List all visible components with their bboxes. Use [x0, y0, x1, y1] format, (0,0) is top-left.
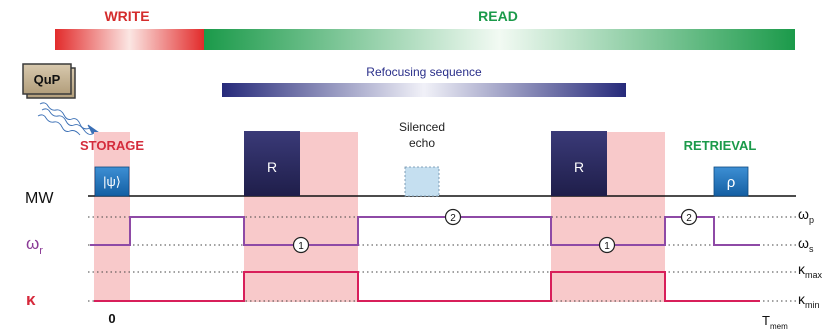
emission-waves-icon [37, 102, 100, 136]
input-state-pulse: |ψ⟩ [94, 166, 130, 197]
input-state-label: |ψ⟩ [103, 174, 121, 189]
storage-label: STORAGE [80, 138, 144, 153]
svg-text:1: 1 [604, 241, 610, 252]
step-marker-3: 1 [598, 236, 616, 254]
reference-levels [88, 216, 796, 302]
time-start-label: 0 [108, 311, 115, 326]
omega-r-row-label: ωr [26, 234, 43, 257]
step-marker-1: 1 [292, 236, 310, 254]
read-phase-bar [204, 29, 795, 50]
silenced-echo-label-2: echo [409, 136, 435, 150]
refocus-pulse-1: R [244, 131, 300, 196]
svg-text:2: 2 [686, 213, 692, 224]
mw-row-label: MW [25, 190, 54, 207]
step-marker-4: 2 [680, 208, 698, 226]
write-phase-label: WRITE [104, 8, 149, 24]
refocus-pulse-2-label: R [574, 159, 584, 175]
svg-text:2: 2 [450, 213, 456, 224]
kappa-min-label: κmin [798, 291, 820, 310]
kappa-max-label: κmax [798, 261, 823, 280]
output-state-label: ρ [727, 174, 736, 191]
output-state-pulse: ρ [713, 166, 749, 197]
refocus-pulse-1-label: R [267, 159, 277, 175]
qup-device: QuP [22, 63, 76, 99]
omega-p-label: ωp [798, 206, 814, 225]
silenced-echo: Silenced echo [399, 120, 445, 197]
step-marker-2: 2 [444, 208, 462, 226]
omega-s-label: ωs [798, 235, 814, 254]
kappa-waveform [94, 271, 760, 302]
refocusing-sequence-label: Refocusing sequence [366, 65, 482, 79]
refocus-pulse-2: R [551, 131, 607, 196]
qup-device-label: QuP [34, 72, 61, 87]
silenced-echo-label-1: Silenced [399, 120, 445, 134]
write-phase-bar [55, 29, 204, 50]
refocusing-sequence-bar [222, 83, 626, 97]
time-end-label: Tmem [762, 313, 788, 331]
kappa-row-label: κ [26, 290, 36, 309]
read-phase-label: READ [478, 8, 518, 24]
retrieval-label: RETRIEVAL [684, 138, 757, 153]
svg-text:1: 1 [298, 241, 304, 252]
